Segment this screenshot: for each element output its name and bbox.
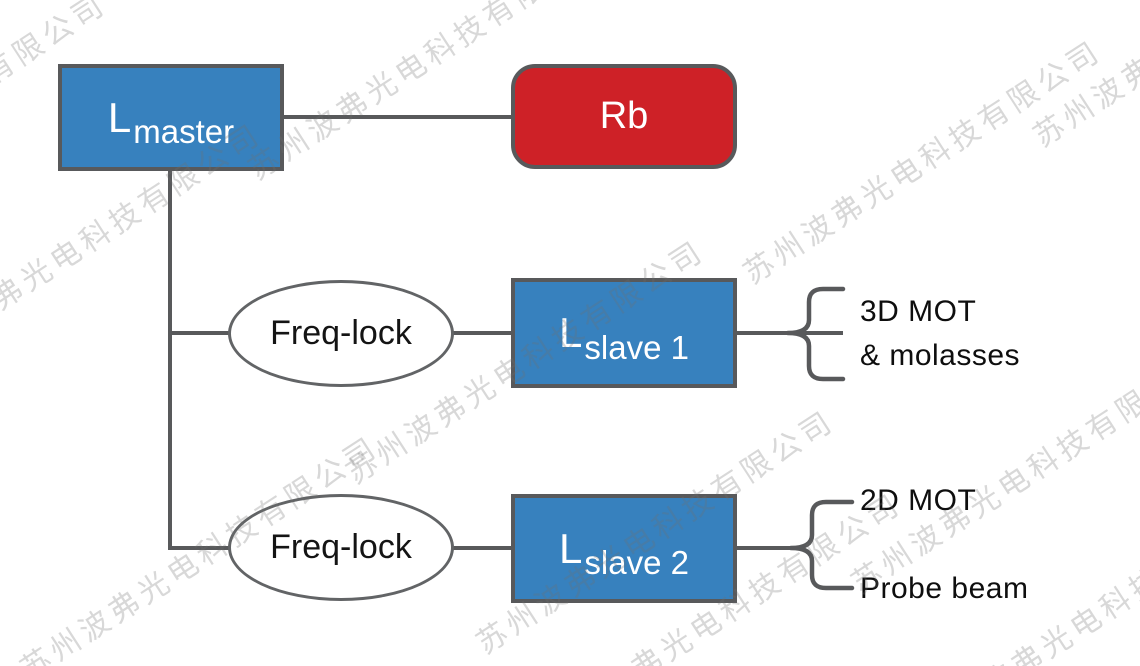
slave-laser-1-symbol: L [559, 309, 583, 356]
watermark-text: 苏州波弗光电科技有限公司 [470, 404, 842, 661]
master-laser-subscript: master [133, 113, 235, 150]
watermark-text: 苏州波弗光电科技有限公司 [0, 0, 114, 244]
connector-freqlock1-slave1 [453, 331, 513, 335]
watermark-text: 苏州波弗光电科技有限公司 [845, 344, 1140, 601]
brace-slave2-outputs [788, 499, 855, 591]
freq-lock-1-label: Freq-lock [270, 314, 412, 352]
watermark-text: 苏州波弗光电科技有限公司 [917, 484, 1140, 666]
watermark-text: 苏州波弗光电科技有限公司 [242, 0, 614, 187]
node-freq-lock-1: Freq-lock [228, 280, 454, 387]
output-label-3d-mot: 3D MOT [860, 295, 977, 328]
connector-master-rb [284, 115, 511, 119]
watermark-text: 苏州波弗光电科技有限公司 [537, 487, 909, 666]
slave-laser-1-subscript: slave 1 [584, 328, 689, 366]
output-label-2d-mot: 2D MOT [860, 484, 977, 517]
watermark-text: 苏州波弗光电科技有限公司 [340, 234, 712, 491]
connector-branch-2 [170, 546, 230, 550]
rb-cell-label: Rb [599, 95, 649, 137]
watermark-text: 苏州波弗光电科技有限公司 [737, 34, 1109, 291]
slave-laser-2-symbol: L [559, 524, 583, 572]
watermark-text: 苏州波弗光电科技有限公司 [1027, 0, 1140, 154]
connector-freqlock2-slave2 [453, 546, 513, 550]
connector-slave2-brace [737, 546, 795, 550]
brace-slave1-outputs [785, 286, 846, 382]
watermark-text: 苏州波弗光电科技有限公司 [0, 117, 269, 374]
connector-master-trunk [168, 170, 172, 550]
freq-lock-2-label: Freq-lock [270, 528, 412, 566]
watermark-text: 苏州波弗光电科技有限公司 [14, 430, 386, 666]
master-laser-symbol: L [107, 93, 132, 141]
output-label-probe-beam: Probe beam [860, 572, 1029, 605]
output-label-molasses: & molasses [860, 339, 1021, 372]
slave-laser-2-subscript: slave 2 [584, 544, 689, 581]
node-freq-lock-2: Freq-lock [228, 494, 454, 601]
connector-branch-1 [170, 331, 230, 335]
node-rb-cell: Rb [511, 64, 737, 169]
